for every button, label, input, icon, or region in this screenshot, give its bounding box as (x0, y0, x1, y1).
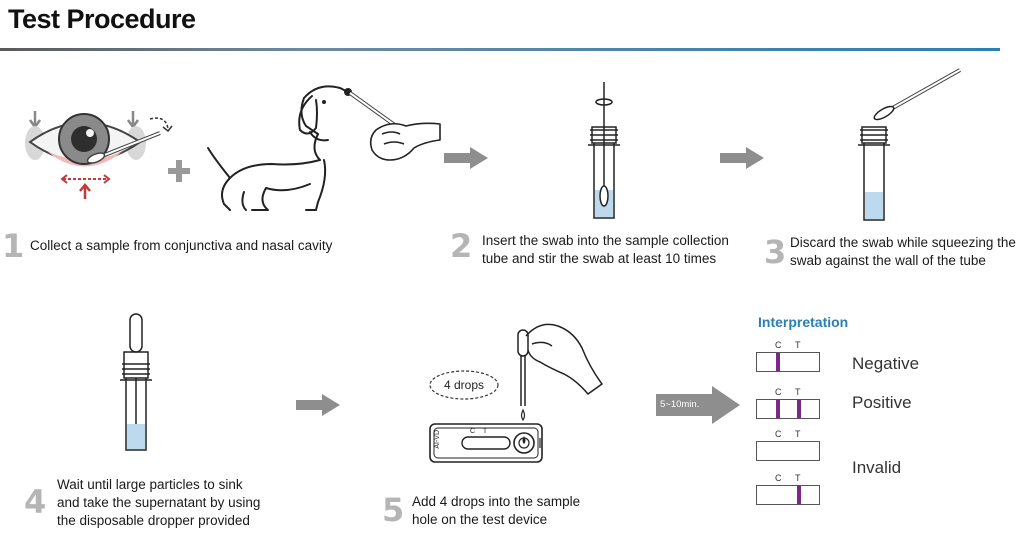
test-device-illustration (429, 423, 543, 463)
strip-window (756, 485, 820, 505)
step-5-line-2: hole on the test device (412, 512, 548, 527)
control-letter: C (775, 473, 782, 483)
strip-window (756, 399, 820, 419)
test-band (797, 486, 801, 504)
drops-bubble (429, 370, 499, 400)
strip-window (756, 441, 820, 461)
step-5-number: 5 (382, 491, 405, 529)
strip-window (756, 352, 820, 372)
down-arrow-left-icon (28, 111, 42, 130)
result-label: Positive (852, 393, 912, 412)
step-5-text: Add 4 drops into the sample hole on the … (412, 493, 580, 529)
step-4-line-1: Wait until large particles to sink (57, 477, 243, 492)
test-letter: T (795, 429, 801, 439)
step-2-number: 2 (450, 227, 473, 265)
step-3-text: Discard the swab while squeezing the swa… (790, 234, 1016, 270)
control-letter: C (775, 340, 782, 350)
test-band (797, 400, 801, 418)
dropper-hand-illustration (517, 323, 603, 422)
step-4-line-3: the disposable dropper provided (57, 513, 250, 528)
collection-tube-illustration (588, 82, 620, 219)
dropper-tube-illustration (120, 313, 152, 451)
step-2-line-1: Insert the swab into the sample collecti… (482, 233, 729, 248)
step-4-line-2: and take the supernatant by using (57, 495, 261, 510)
step-2-text: Insert the swab into the sample collecti… (482, 232, 729, 268)
step-1-number: 1 (2, 227, 25, 265)
drops-label: 4 drops (444, 378, 485, 392)
step-3-line-1: Discard the swab while squeezing the (790, 235, 1016, 250)
step-5-line-1: Add 4 drops into the sample (412, 494, 581, 509)
timer-label: 5~10min. (660, 399, 700, 410)
discard-swab-illustration (858, 68, 961, 221)
control-band (776, 400, 780, 418)
flow-arrow-1-icon (444, 147, 488, 169)
flow-arrow-2-icon (720, 147, 764, 169)
control-letter: C (775, 387, 782, 397)
control-letter: C (775, 429, 782, 439)
page-title: Test Procedure (8, 4, 196, 34)
step-4-text: Wait until large particles to sink and t… (57, 476, 260, 530)
step-1-text: Collect a sample from conjunctiva and na… (30, 238, 333, 253)
step-3-number: 3 (764, 233, 787, 271)
down-arrow-right-icon (126, 111, 140, 130)
timer-arrow-icon (656, 386, 740, 424)
result-label: Invalid (852, 458, 902, 477)
interpretation-title: Interpretation (758, 314, 849, 330)
step-4-number: 4 (24, 483, 47, 521)
flow-arrow-3-icon (296, 394, 340, 416)
test-letter: T (795, 473, 801, 483)
step-2-line-2: tube and stir the swab at least 10 times (482, 251, 717, 266)
test-letter: T (795, 387, 801, 397)
device-ct-text: C T (470, 428, 491, 435)
plus-icon (168, 160, 190, 182)
step-3-line-2: swab against the wall of the tube (790, 253, 986, 268)
device-side-text: AI-VD (434, 430, 441, 449)
dog-swab-illustration (207, 85, 441, 211)
eye-sample-illustration (25, 111, 173, 199)
test-letter: T (795, 340, 801, 350)
result-label: Negative (852, 354, 920, 373)
control-band (776, 353, 780, 371)
title-divider (0, 48, 1000, 51)
